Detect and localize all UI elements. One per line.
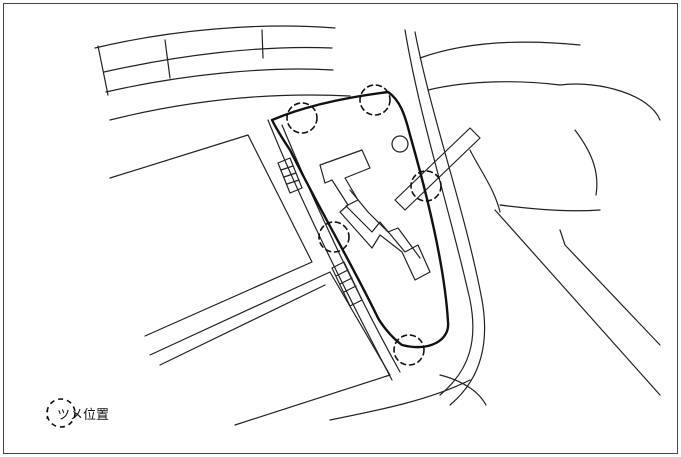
claw-marker-bottom [393,334,425,366]
shift-gate-inner [349,189,421,259]
hand-outline [419,41,661,396]
panel-hole [391,135,409,153]
diagram-frame [3,3,678,454]
trim-tool [394,127,481,211]
claw-marker-left [318,221,350,253]
shift-gate [319,149,431,281]
claw-marker-right [410,170,442,202]
side-clip-upper [277,157,303,194]
legend: ：ツメ位置 [44,396,109,430]
storage-tray [109,134,391,426]
dashed-circle-icon [46,398,76,428]
shift-panel-outline [270,90,450,349]
dashboard-lines [94,25,351,121]
claw-markers [286,84,442,366]
legend-label: ：ツメ位置 [44,407,110,423]
claw-marker-top-left [286,102,318,134]
claw-marker-top-right [359,84,391,116]
side-clip-lower [331,261,363,307]
